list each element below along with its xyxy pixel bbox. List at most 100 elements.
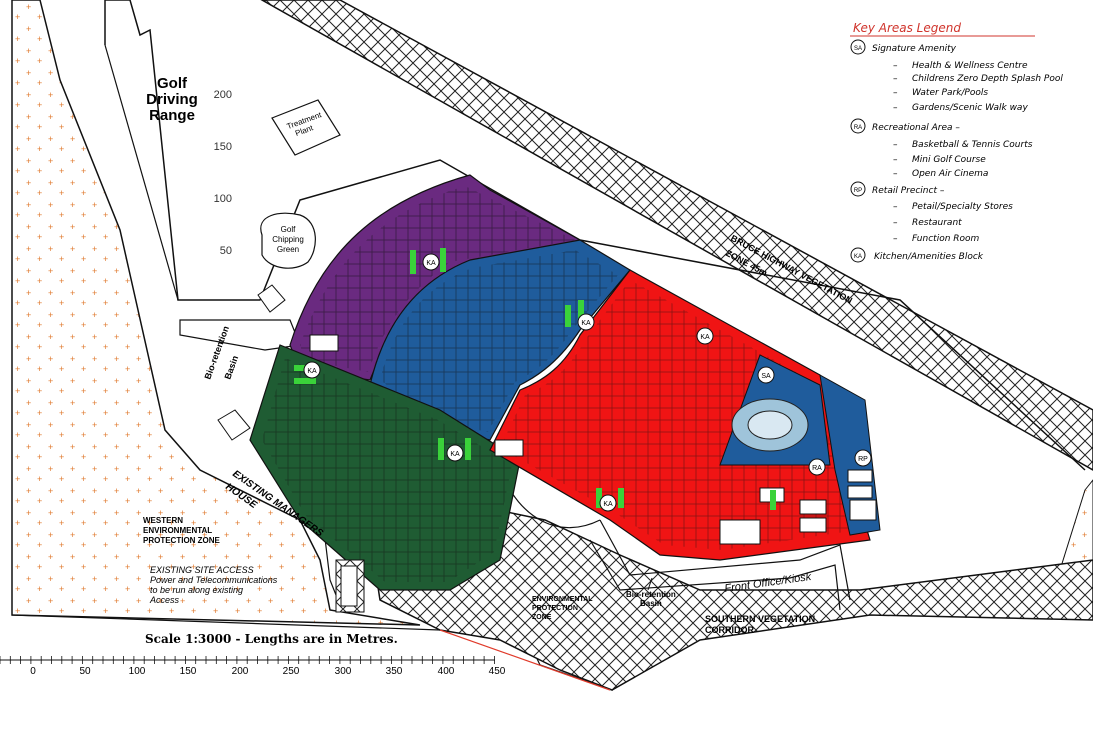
svg-text:Petail/Specialty Stores: Petail/Specialty Stores (912, 202, 1013, 212)
svg-text:KA: KA (450, 451, 460, 458)
building-2 (847, 485, 873, 499)
western-label-1: WESTERN (143, 516, 183, 525)
baseline (11, 614, 441, 631)
top-scale-tick: 50 (220, 245, 232, 257)
building-9 (494, 439, 524, 457)
bottom-scale-tick: 200 (232, 666, 249, 677)
green-zone (249, 344, 521, 591)
bottom-scale-tick: 0 (30, 666, 36, 677)
marker-ka-4: KA (446, 444, 464, 462)
svg-text:KA: KA (581, 320, 591, 327)
svg-text:Open Air Cinema: Open Air Cinema (912, 169, 988, 179)
building-4 (799, 499, 827, 515)
svg-text:RA: RA (812, 465, 822, 472)
top-scale-tick: 200 (214, 89, 232, 101)
bottom-scale-tick: 50 (79, 666, 91, 677)
svg-text:–: – (893, 202, 898, 212)
building-1 (847, 469, 873, 483)
env-zone-label-2: PROTECTION (532, 605, 578, 612)
western-environmental-zone (11, 0, 421, 626)
legend: Key Areas Legend SA Signature Amenity – H… (850, 21, 1063, 263)
top-scale-tick: 100 (214, 193, 232, 205)
svg-text:Chipping: Chipping (272, 235, 304, 244)
svg-text:–: – (893, 155, 898, 165)
svg-text:Gardens/Scenic Walk way: Gardens/Scenic Walk way (912, 103, 1028, 113)
golf-range-boundary (104, 44, 179, 301)
bottom-scale-bar (0, 656, 495, 664)
bio-basin-bottom-1: Bio-retention (626, 590, 676, 599)
bottom-scale-tick: 100 (129, 666, 146, 677)
signature-amenity-zone (719, 354, 831, 466)
site-access-4: Access (149, 595, 180, 605)
svg-text:Golf: Golf (281, 225, 296, 234)
scale-title: Scale 1:3000 - Lengths are in Metres. (145, 632, 398, 646)
svg-text:–: – (893, 103, 898, 113)
svg-text:Health & Wellness Centre: Health & Wellness Centre (912, 61, 1028, 71)
marker-ra: RA (808, 458, 826, 476)
env-zone-label-3: ZONE (532, 614, 552, 621)
bio-basin-bottom-2: Basin (640, 599, 662, 608)
site-boundary (104, 0, 1086, 471)
marker-ka-5: KA (599, 494, 617, 512)
svg-text:Basketball & Tennis Courts: Basketball & Tennis Courts (912, 140, 1033, 150)
svg-text:RA: RA (854, 125, 862, 131)
western-label-3: PROTECTION ZONE (143, 536, 221, 545)
marker-ka-1: KA (422, 253, 440, 271)
svg-text:Signature Amenity: Signature Amenity (872, 44, 957, 54)
southern-label-2: CORRIDOR (705, 625, 754, 635)
svg-text:KA: KA (700, 334, 710, 341)
highway-hatched-band (260, 0, 1093, 471)
south-road (599, 519, 851, 601)
svg-text:Function Room: Function Room (912, 234, 980, 244)
svg-text:Green: Green (277, 245, 299, 254)
south-road-2 (589, 539, 841, 611)
top-scale: 200 150 100 50 (214, 89, 232, 257)
legend-group-ra: RA Recreational Area – –Basketball & Ten… (850, 118, 1033, 179)
southern-label-1: SOUTHERN VEGETATION (705, 614, 815, 624)
svg-text:KA: KA (854, 254, 862, 260)
bottom-scale-tick: 400 (438, 666, 455, 677)
building-7 (719, 519, 761, 545)
marker-ka-6: KA (696, 327, 714, 345)
svg-text:Mini Golf Course: Mini Golf Course (912, 155, 986, 165)
golf-range-label-3: Range (149, 107, 195, 124)
top-scale-tick: 150 (214, 141, 232, 153)
red-boundary-line (439, 629, 611, 691)
svg-text:SA: SA (854, 46, 862, 52)
bottom-scale-tick: 300 (335, 666, 352, 677)
svg-text:Water Park/Pools: Water Park/Pools (912, 88, 988, 98)
building-3 (849, 499, 877, 521)
golf-chipping-green: Golf Chipping Green (260, 212, 316, 269)
legend-group-ka: KA Kitchen/Amenities Block (850, 247, 984, 263)
svg-text:Kitchen/Amenities Block: Kitchen/Amenities Block (874, 252, 984, 262)
building-5 (799, 517, 827, 533)
svg-text:–: – (893, 88, 898, 98)
svg-text:RP: RP (858, 456, 868, 463)
golf-range-label-1: Golf (157, 75, 188, 92)
southern-hatched-corridor (369, 499, 1093, 691)
svg-text:–: – (893, 140, 898, 150)
amenity-strips (294, 248, 776, 510)
legend-title: Key Areas Legend (853, 21, 961, 35)
western-label-2: ENVIRONMENTAL (143, 526, 212, 535)
svg-text:KA: KA (307, 368, 317, 375)
site-access-2: Power and Telecommunications (150, 575, 278, 585)
svg-text:SA: SA (761, 373, 771, 380)
svg-text:Childrens Zero Depth Splash Po: Childrens Zero Depth Splash Pool (912, 74, 1063, 84)
blue-zone (369, 239, 631, 441)
managers-house-inner (340, 565, 358, 607)
treatment-plant: Treatment Plant (271, 99, 341, 156)
bottom-scale-tick: 150 (180, 666, 197, 677)
site-access-1: EXISTING SITE ACCESS (150, 565, 254, 575)
building-8 (309, 334, 339, 352)
bottom-scale-tick: 250 (283, 666, 300, 677)
svg-text:Retail Precinct –: Retail Precinct – (872, 186, 945, 196)
marker-sa: SA (757, 366, 775, 384)
svg-text:KA: KA (426, 260, 436, 267)
bottom-scale-tick: 450 (489, 666, 506, 677)
svg-text:KA: KA (603, 501, 613, 508)
svg-text:RP: RP (854, 188, 862, 194)
marker-ka-2: KA (577, 313, 595, 331)
